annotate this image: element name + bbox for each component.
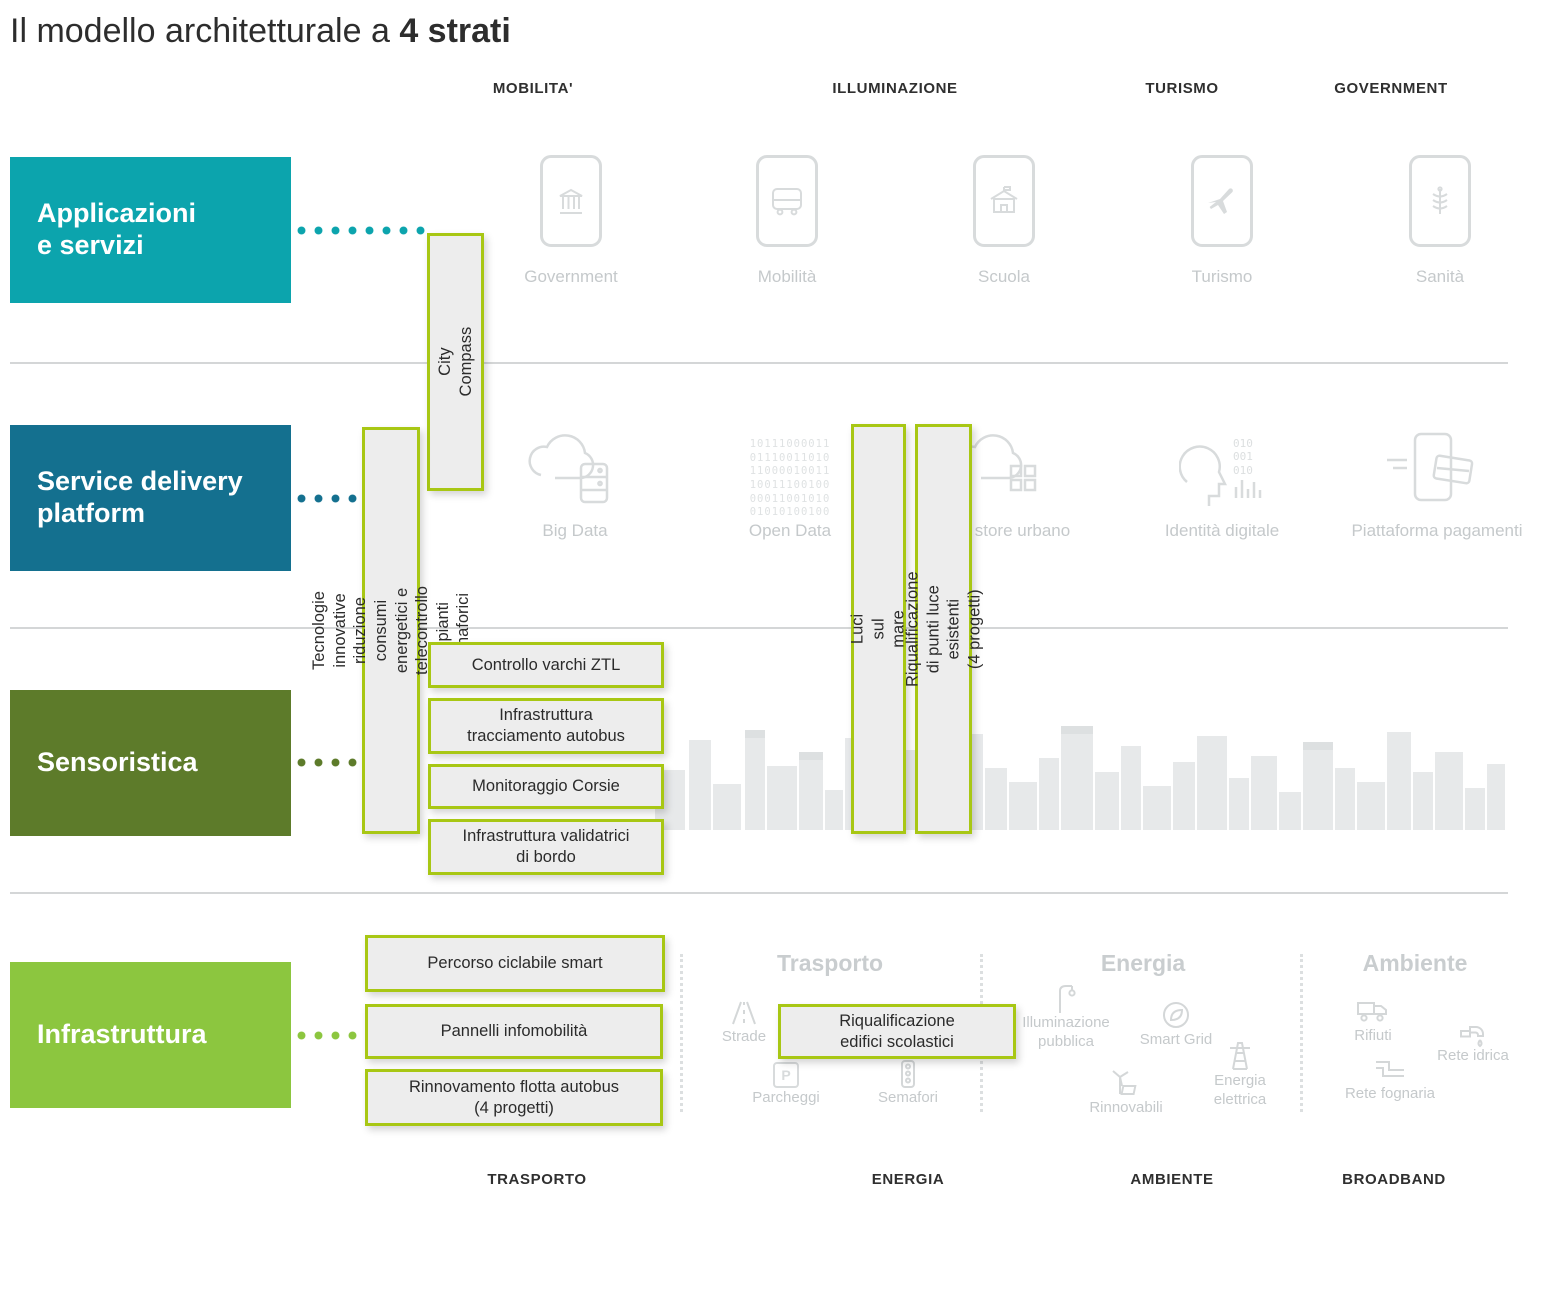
binary-block-icon: 10111000011 01110011010 11000010011 1001… (749, 438, 831, 519)
traffic-light-icon (893, 1060, 923, 1088)
project-rinnovamento-flotta: Rinnovamento flotta autobus (4 progetti) (365, 1069, 663, 1126)
group-separator-1 (680, 954, 683, 1112)
school-icon (990, 186, 1018, 213)
platform-label-pagamenti: Piattaforma pagamenti (1351, 521, 1523, 540)
infra-label-smart-grid: Smart Grid (1139, 1031, 1213, 1048)
app-label-government: Government (524, 267, 618, 286)
connector-dots-sensoristica (297, 758, 361, 767)
group-title-ambiente: Ambiente (1362, 950, 1468, 976)
sewer-pipe-icon (1374, 1056, 1406, 1082)
bottom-header-trasporto: TRASPORTO (487, 1171, 587, 1188)
bottom-header-ambiente: AMBIENTE (1130, 1171, 1214, 1188)
layer-divider-1 (10, 362, 1508, 364)
app-label-scuola: Scuola (978, 267, 1030, 286)
smart-grid-leaf-icon (1161, 1000, 1191, 1030)
group-title-energia: Energia (1100, 950, 1186, 976)
phone-frame-mobilita (756, 155, 818, 247)
audio-bars-icon (1234, 479, 1262, 498)
infra-label-rifiuti: Rifiuti (1354, 1027, 1392, 1044)
column-header-government: GOVERNMENT (1334, 80, 1448, 97)
group-separator-3 (1300, 954, 1303, 1112)
infra-label-rinnovabili: Rinnovabili (1089, 1099, 1163, 1116)
project-pannelli-infomobilita: Pannelli infomobilità (365, 1004, 663, 1059)
road-icon (729, 1000, 759, 1026)
project-riqualificazione-punti-luce: Riqualificazione di punti luce esistenti… (903, 424, 983, 834)
project-city-compass-label: City Compass (435, 327, 475, 397)
project-monitoraggio-corsie: Monitoraggio Corsie (428, 764, 664, 809)
health-caduceus-icon (1432, 186, 1448, 214)
layer-applicazioni-e-servizi: Applicazioni e servizi (10, 157, 291, 303)
faucet-icon (1457, 1018, 1489, 1048)
infra-label-parcheggi: Parcheggi (752, 1089, 820, 1106)
cloud-server-icon (528, 434, 609, 504)
big-data-icon-wrap (527, 428, 623, 514)
app-label-mobilita: Mobilità (757, 267, 817, 286)
bottom-header-broadband: BROADBAND (1342, 1171, 1446, 1188)
page-title-bold: 4 strati (399, 12, 511, 50)
project-edifici-scolastici: Riqualificazione edifici scolastici (778, 1004, 1016, 1059)
phone-frame-scuola (973, 155, 1035, 247)
bus-icon (772, 188, 802, 216)
project-percorso-ciclabile: Percorso ciclabile smart (365, 935, 665, 992)
project-riqualificazione-punti-luce-label: Riqualificazione di punti luce esistenti… (903, 571, 984, 687)
parking-icon: P (773, 1062, 799, 1088)
digital-identity-icon (1179, 445, 1227, 506)
layer-sensoristica: Sensoristica (10, 690, 291, 836)
phone-frame-turismo (1191, 155, 1253, 247)
infra-label-rete-idrica: Rete idrica (1437, 1047, 1509, 1064)
parking-letter: P (773, 1062, 799, 1088)
column-header-turismo: TURISMO (1145, 80, 1219, 97)
renewables-turbine-icon (1110, 1064, 1142, 1096)
phone-frame-sanita (1409, 155, 1471, 247)
layer-divider-2 (10, 627, 1508, 629)
infra-label-energia-elettrica: Energia elettrica (1213, 1072, 1267, 1108)
project-tecnologie-semaforici: Tecnologie innovative riduzione consumi … (310, 427, 472, 834)
layer-infrastruttura: Infrastruttura (10, 962, 291, 1108)
page-title: Il modello architetturale a 4 strati (10, 12, 511, 51)
identity-digits: 010 001 010 (1233, 437, 1253, 477)
identity-pattern-wrap: 010 001 010 (1233, 437, 1265, 499)
platform-label-identita: Identità digitale (1164, 521, 1280, 540)
column-header-mobilita: MOBILITA' (492, 80, 574, 97)
infra-label-semafori: Semafori (877, 1089, 939, 1106)
layer-divider-3 (10, 892, 1508, 894)
bank-icon (559, 188, 583, 214)
identity-icon-wrap: 010 001 010 (1179, 428, 1265, 508)
phone-frame-government (540, 155, 602, 247)
column-header-illuminazione: ILLUMINAZIONE (832, 80, 958, 97)
page-title-regular: Il modello architetturale a (10, 12, 400, 50)
platform-label-open-data: Open Data (748, 521, 832, 540)
connector-dots-applicazioni (297, 226, 425, 235)
plane-icon (1208, 188, 1233, 214)
city-skyline-icon (655, 726, 1505, 830)
pylon-icon (1225, 1040, 1255, 1070)
infra-label-illuminazione-pubblica: Illuminazione pubblica (1022, 1014, 1110, 1050)
app-label-turismo: Turismo (1191, 267, 1253, 286)
project-luci-sul-mare: Luci sul mare (849, 424, 908, 834)
connector-dots-infrastruttura (297, 1031, 363, 1040)
open-data-icon-wrap: 10111000011 01110011010 11000010011 1001… (750, 438, 831, 520)
project-validatrici-di-bordo: Infrastruttura validatrici di bordo (428, 819, 664, 875)
platform-label-big-data: Big Data (542, 521, 608, 540)
layer-service-delivery-platform: Service delivery platform (10, 425, 291, 571)
infra-label-rete-fognaria: Rete fognaria (1344, 1085, 1436, 1102)
payment-icon-wrap (1385, 428, 1489, 508)
project-city-compass: City Compass (427, 233, 484, 491)
infra-label-strade: Strade (721, 1028, 767, 1045)
bottom-header-energia: ENERGIA (871, 1171, 945, 1188)
project-controllo-varchi-ztl: Controllo varchi ZTL (428, 642, 664, 688)
mobile-payment-icon (1387, 432, 1474, 502)
group-title-trasporto: Trasporto (776, 950, 884, 976)
project-tracciamento-autobus: Infrastruttura tracciamento autobus (428, 698, 664, 754)
project-luci-sul-mare-label: Luci sul mare (848, 610, 908, 648)
connector-dots-platform (297, 494, 361, 503)
street-lamp-icon (1052, 984, 1080, 1014)
garbage-truck-icon (1356, 996, 1390, 1024)
app-label-sanita: Sanità (1415, 267, 1465, 286)
